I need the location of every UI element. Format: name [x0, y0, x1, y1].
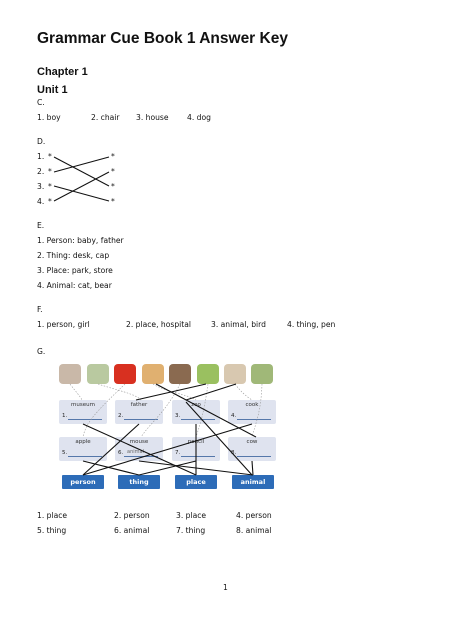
- answer-line: [155, 383, 257, 438]
- word-card-number: 7.: [175, 450, 181, 456]
- picture-icon: [114, 364, 136, 384]
- category-box-thing: thing: [118, 475, 160, 489]
- dotted-line: [140, 383, 181, 438]
- right-marker: *: [111, 182, 115, 191]
- section-c-answer: 2. chair: [91, 113, 120, 122]
- page-number: 1: [223, 583, 228, 592]
- word-card-label: cow: [246, 439, 258, 445]
- word-card-label: mouse: [129, 439, 149, 445]
- word-card: apple 5.: [59, 437, 107, 461]
- chapter-heading: Chapter 1: [37, 66, 88, 78]
- section-g-answer: 5. thing: [37, 526, 67, 535]
- section-g-answer: 8. animal: [236, 526, 272, 535]
- section-d-row-number: 3.: [37, 182, 45, 191]
- word-card: cook 4.: [228, 400, 276, 424]
- picture-icon: [87, 364, 109, 384]
- match-line: [53, 185, 110, 202]
- section-e-line: 4. Animal: cat, bear: [37, 281, 112, 290]
- answer-line: [185, 383, 237, 401]
- word-card-number: 5.: [62, 450, 68, 456]
- right-marker: *: [111, 152, 115, 161]
- dotted-line: [195, 383, 209, 438]
- word-card-label: apple: [75, 439, 91, 445]
- left-marker: *: [48, 167, 52, 176]
- word-card-label: museum: [71, 402, 95, 408]
- dotted-line: [69, 383, 83, 401]
- section-g-answer: 7. thing: [176, 526, 206, 535]
- section-g-answer: 3. place: [176, 511, 207, 520]
- word-card-number: 8.: [231, 450, 237, 456]
- section-f-answer: 2. place, hospital: [126, 320, 192, 329]
- section-e-line: 1. Person: baby, father: [37, 236, 124, 245]
- dotted-line: [97, 383, 142, 401]
- answer-line: [82, 423, 140, 476]
- picture-icon: [251, 364, 273, 384]
- section-c-answer: 1. boy: [37, 113, 61, 122]
- answer-line: [138, 460, 254, 476]
- answer-line: [185, 401, 253, 476]
- match-line: [53, 171, 110, 202]
- answer-line: [82, 460, 140, 476]
- match-line: [53, 156, 110, 173]
- section-f-answer: 3. animal, bird: [211, 320, 266, 329]
- section-g-letter: G.: [37, 347, 46, 356]
- section-c-letter: C.: [37, 98, 45, 107]
- answer-line: [138, 460, 197, 476]
- category-box-animal: animal: [232, 475, 274, 489]
- picture-icon: [197, 364, 219, 384]
- right-marker: *: [111, 167, 115, 176]
- section-f-answer: 4. thing, pen: [287, 320, 336, 329]
- page-title: Grammar Cue Book 1 Answer Key: [37, 30, 288, 47]
- section-d-row-number: 1.: [37, 152, 45, 161]
- word-card-label: cook: [245, 402, 259, 408]
- left-marker: *: [48, 197, 52, 206]
- answer-line: [82, 423, 253, 476]
- section-c-answer: 3. house: [136, 113, 169, 122]
- section-e-line: 2. Thing: desk, cap: [37, 251, 110, 260]
- section-d-letter: D.: [37, 137, 46, 146]
- dotted-line: [152, 383, 197, 401]
- exercise-lines: [69, 383, 263, 476]
- matching-exercise-image: museum 1. father 2. zoo 3. cook 4. apple…: [56, 362, 278, 492]
- picture-icon: [142, 364, 164, 384]
- word-card-label: father: [130, 402, 148, 408]
- right-marker: *: [111, 197, 115, 206]
- section-d-row-number: 4.: [37, 197, 45, 206]
- dotted-line: [251, 383, 263, 438]
- section-f-letter: F.: [37, 305, 43, 314]
- word-card-number: 4.: [231, 413, 237, 419]
- left-marker: *: [48, 152, 52, 161]
- word-card-number: 1.: [62, 413, 68, 419]
- section-d-row-number: 2.: [37, 167, 45, 176]
- picture-icon: [224, 364, 246, 384]
- category-box-person: person: [62, 475, 104, 489]
- section-g-answer: 4. person: [236, 511, 272, 520]
- section-g-answer: 6. animal: [114, 526, 150, 535]
- word-card: museum 1.: [59, 400, 107, 424]
- section-c-answer: 4. dog: [187, 113, 211, 122]
- section-f-answer: 1. person, girl: [37, 320, 90, 329]
- section-e-letter: E.: [37, 221, 45, 230]
- section-g-answer: 1. place: [37, 511, 68, 520]
- word-card-number: 3.: [175, 413, 181, 419]
- section-g-answer: 2. person: [114, 511, 150, 520]
- word-card-handwritten-answer: animal: [127, 449, 144, 455]
- answer-line: [82, 423, 197, 476]
- category-box-place: place: [175, 475, 217, 489]
- dotted-line: [82, 383, 126, 438]
- answer-line: [251, 460, 254, 476]
- word-card: father 2.: [115, 400, 163, 424]
- picture-icon: [59, 364, 81, 384]
- word-card-number: 6.: [118, 450, 124, 456]
- picture-icon: [169, 364, 191, 384]
- unit-heading: Unit 1: [37, 84, 68, 96]
- section-e-line: 3. Place: park, store: [37, 266, 113, 275]
- dotted-line: [234, 383, 253, 401]
- match-line: [53, 156, 110, 187]
- left-marker: *: [48, 182, 52, 191]
- word-card-number: 2.: [118, 413, 124, 419]
